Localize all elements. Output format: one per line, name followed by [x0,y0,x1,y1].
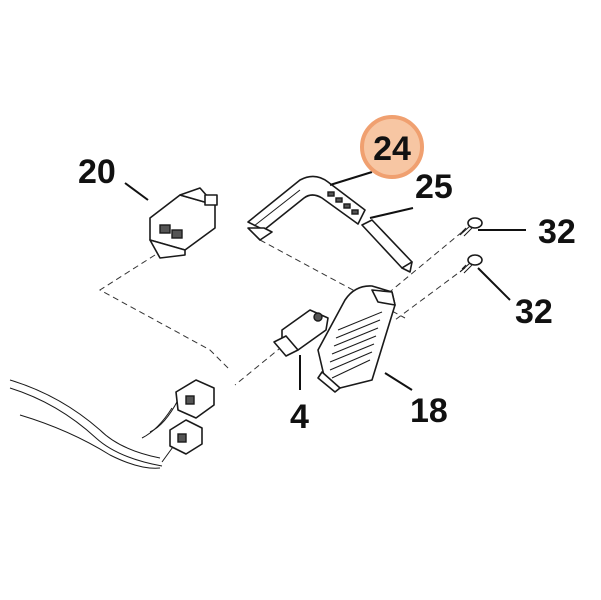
part-20-connector [149,187,218,259]
part-18-module [317,285,396,393]
assembly-guide-lines [99,231,466,386]
callout-leaders [124,171,526,391]
harness-plug-lower [169,419,203,455]
callout-24: 24 [373,130,411,168]
part-32-screw-bottom [459,254,483,274]
part-24-bracket [247,175,366,241]
module-fins [329,311,383,379]
callout-32-bottom: 32 [515,293,553,331]
bracket-slots [327,191,359,215]
part-25-rod [361,219,413,273]
part-4-switch [273,309,329,357]
callout-4: 4 [290,398,309,436]
callout-20: 20 [78,153,116,191]
harness-plug-upper [175,379,215,419]
callout-25: 25 [415,168,453,206]
highlight-24 [360,115,424,179]
part-32-screw-top [459,217,483,237]
callout-32-top: 32 [538,213,576,251]
callout-18: 18 [410,392,448,430]
wiring-harness [9,379,215,469]
